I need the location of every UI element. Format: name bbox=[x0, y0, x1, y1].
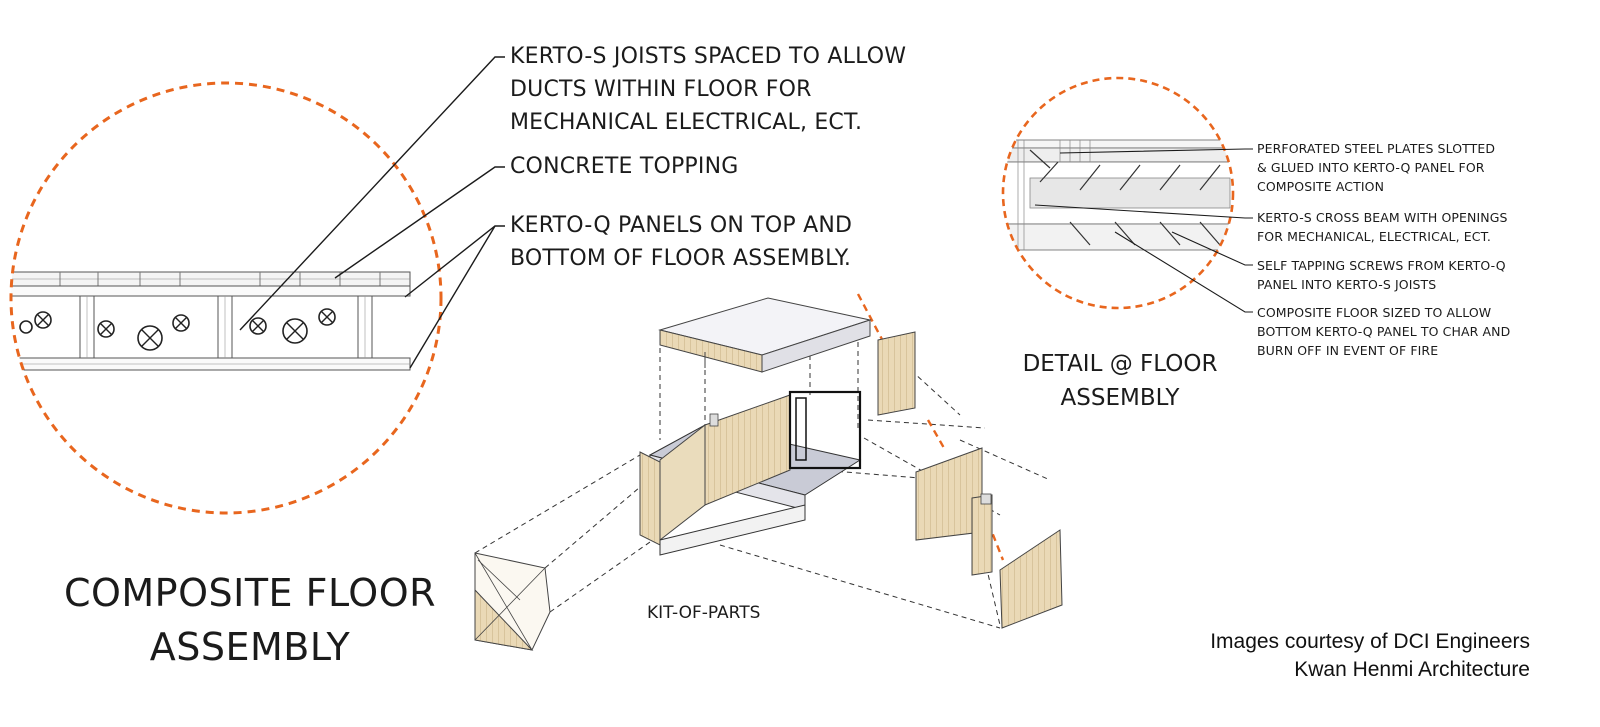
detail-title-line: DETAIL @ FLOOR bbox=[1022, 351, 1218, 377]
callout-line: BOTTOM KERTO-Q PANEL TO CHAR AND bbox=[1257, 324, 1511, 339]
detail-title: DETAIL @ FLOOR ASSEMBLY bbox=[1010, 347, 1230, 415]
kit-of-parts-label: KIT-OF-PARTS bbox=[647, 603, 761, 623]
kit-of-parts-drawing bbox=[474, 293, 1063, 651]
leader-lines-right bbox=[1034, 148, 1253, 313]
image-credit: Images courtesy of DCI Engineers Kwan He… bbox=[1210, 628, 1530, 684]
callout-line: CONCRETE TOPPING bbox=[510, 154, 739, 179]
callout-line: KERTO-S JOISTS SPACED TO ALLOW bbox=[510, 44, 907, 69]
callout-self-tapping-screws: SELF TAPPING SCREWS FROM KERTO-Q PANEL I… bbox=[1257, 256, 1506, 294]
main-title-line: ASSEMBLY bbox=[149, 625, 351, 669]
callout-line: COMPOSITE ACTION bbox=[1257, 179, 1385, 194]
leader-lines-left bbox=[239, 56, 505, 369]
detail-title-line: ASSEMBLY bbox=[1060, 385, 1180, 411]
callout-line: & GLUED INTO KERTO-Q PANEL FOR bbox=[1257, 160, 1485, 175]
credit-line-1: Images courtesy of DCI Engineers bbox=[1210, 630, 1530, 653]
main-title: COMPOSITE FLOOR ASSEMBLY bbox=[40, 566, 460, 674]
callout-line: BOTTOM OF FLOOR ASSEMBLY. bbox=[510, 246, 852, 271]
callout-line: KERTO-S CROSS BEAM WITH OPENINGS bbox=[1257, 210, 1508, 225]
callout-concrete-topping: CONCRETE TOPPING bbox=[510, 150, 739, 183]
callout-line: DUCTS WITHIN FLOOR FOR bbox=[510, 77, 812, 102]
callout-line: BURN OFF IN EVENT OF FIRE bbox=[1257, 343, 1439, 358]
floor-section-enlarged bbox=[11, 271, 411, 371]
callout-line: PANEL INTO KERTO-S JOISTS bbox=[1257, 277, 1437, 292]
callout-line: PERFORATED STEEL PLATES SLOTTED bbox=[1257, 141, 1496, 156]
detail-circle-left bbox=[9, 81, 443, 515]
callout-line: MECHANICAL ELECTRICAL, ECT. bbox=[510, 110, 863, 135]
callout-kerto-s-joists: KERTO-S JOISTS SPACED TO ALLOW DUCTS WIT… bbox=[510, 40, 906, 139]
main-title-line: COMPOSITE FLOOR bbox=[63, 571, 437, 615]
callout-line: SELF TAPPING SCREWS FROM KERTO-Q bbox=[1257, 258, 1506, 273]
callout-kerto-q-panels: KERTO-Q PANELS ON TOP AND BOTTOM OF FLOO… bbox=[510, 209, 852, 275]
callout-line: KERTO-Q PANELS ON TOP AND bbox=[510, 213, 853, 238]
callout-composite-floor-char: COMPOSITE FLOOR SIZED TO ALLOW BOTTOM KE… bbox=[1257, 303, 1510, 360]
callout-line: FOR MECHANICAL, ELECTRICAL, ECT. bbox=[1257, 229, 1491, 244]
callout-perforated-steel-plates: PERFORATED STEEL PLATES SLOTTED & GLUED … bbox=[1257, 139, 1495, 196]
callout-kerto-s-cross-beam: KERTO-S CROSS BEAM WITH OPENINGS FOR MEC… bbox=[1257, 208, 1508, 246]
detail-circle-right bbox=[1001, 76, 1235, 310]
floor-detail-enlarged bbox=[1003, 139, 1233, 251]
callout-line: COMPOSITE FLOOR SIZED TO ALLOW bbox=[1257, 305, 1492, 320]
credit-line-2: Kwan Henmi Architecture bbox=[1294, 658, 1530, 681]
